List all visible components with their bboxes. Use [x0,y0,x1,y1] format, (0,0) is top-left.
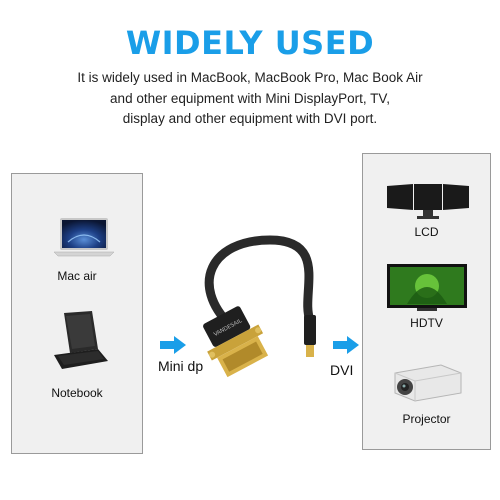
page-title: WIDELY USED [125,24,375,62]
projector-icon [394,364,462,402]
input-label: Mini dp [158,358,204,374]
source-label-mac-air: Mac air [57,269,97,283]
cable-icon: VANDESAIL [203,235,316,378]
source-label-notebook: Notebook [51,386,103,400]
input-arrow-icon [160,336,186,354]
description: It is widely used in MacBook, MacBook Pr… [0,68,500,130]
display-label-lcd: LCD [414,225,439,239]
output-arrow-icon [333,336,359,354]
display-label-hdtv: HDTV [410,316,443,330]
display-devices-panel: LCD HDTV Projector [362,153,491,450]
tv-icon [387,264,467,311]
monitor-icon [387,184,469,219]
display-label-projector: Projector [402,412,451,426]
output-label: DVI [330,362,354,378]
notebook-icon [54,311,108,369]
source-devices-panel: Mac air Notebook [11,173,143,454]
description-line-3: display and other equipment with DVI por… [122,111,378,126]
laptop-icon [53,218,115,257]
description-line-2: and other equipment with Mini DisplayPor… [110,90,390,106]
description-line-1: It is widely used in MacBook, MacBook Pr… [77,70,423,85]
